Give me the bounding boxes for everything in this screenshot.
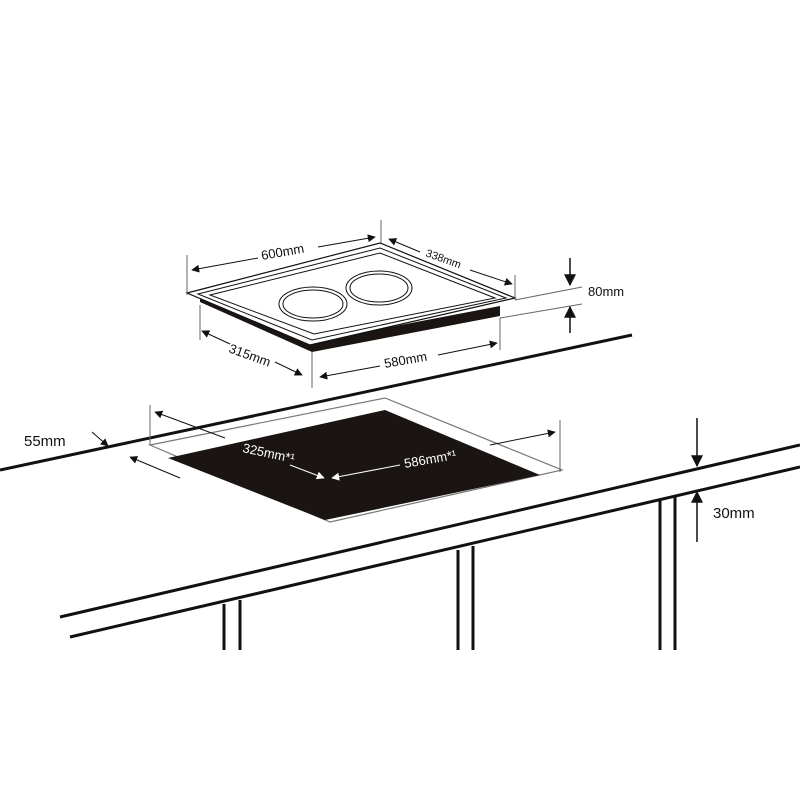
edge-distance-label: 55mm [24,433,66,450]
thickness-dimension: 30mm [691,418,755,542]
dim-586-outer [489,429,556,446]
hob: 600mm 338mm 80mm 315mm 580mm [185,220,624,388]
cooking-zone-left [278,286,348,322]
countertop-front-top-edge [59,443,800,619]
countertop-front-bottom-edge [69,465,800,639]
hob-inner-frame [196,247,508,341]
hob-glass-top [185,242,517,346]
dim-55-arrow [91,431,109,447]
hob-base-width-label: 580mm [383,349,428,371]
hob-width-label: 600mm [260,241,305,263]
dim-586 [331,464,401,481]
cooking-zone-right [345,270,413,306]
hob-inner-frame-2 [208,252,497,335]
cutout: 325mm*¹ 586mm*¹ 55mm [24,397,565,523]
cutout-hole [168,410,540,520]
dim-55 [129,456,181,479]
hob-base-depth-label: 315mm [227,341,273,370]
cooking-zone-right-inner [349,273,409,303]
hob-height-label: 80mm [588,284,624,299]
countertop-back-edge [0,333,633,472]
cabinet-legs [222,496,677,650]
hob-dimensions [186,220,583,388]
countertop [0,333,800,650]
dim-325-inner [289,464,325,480]
cooking-zone-left-inner [282,289,344,319]
dim-325 [154,410,226,439]
countertop-thickness-label: 30mm [713,505,755,522]
